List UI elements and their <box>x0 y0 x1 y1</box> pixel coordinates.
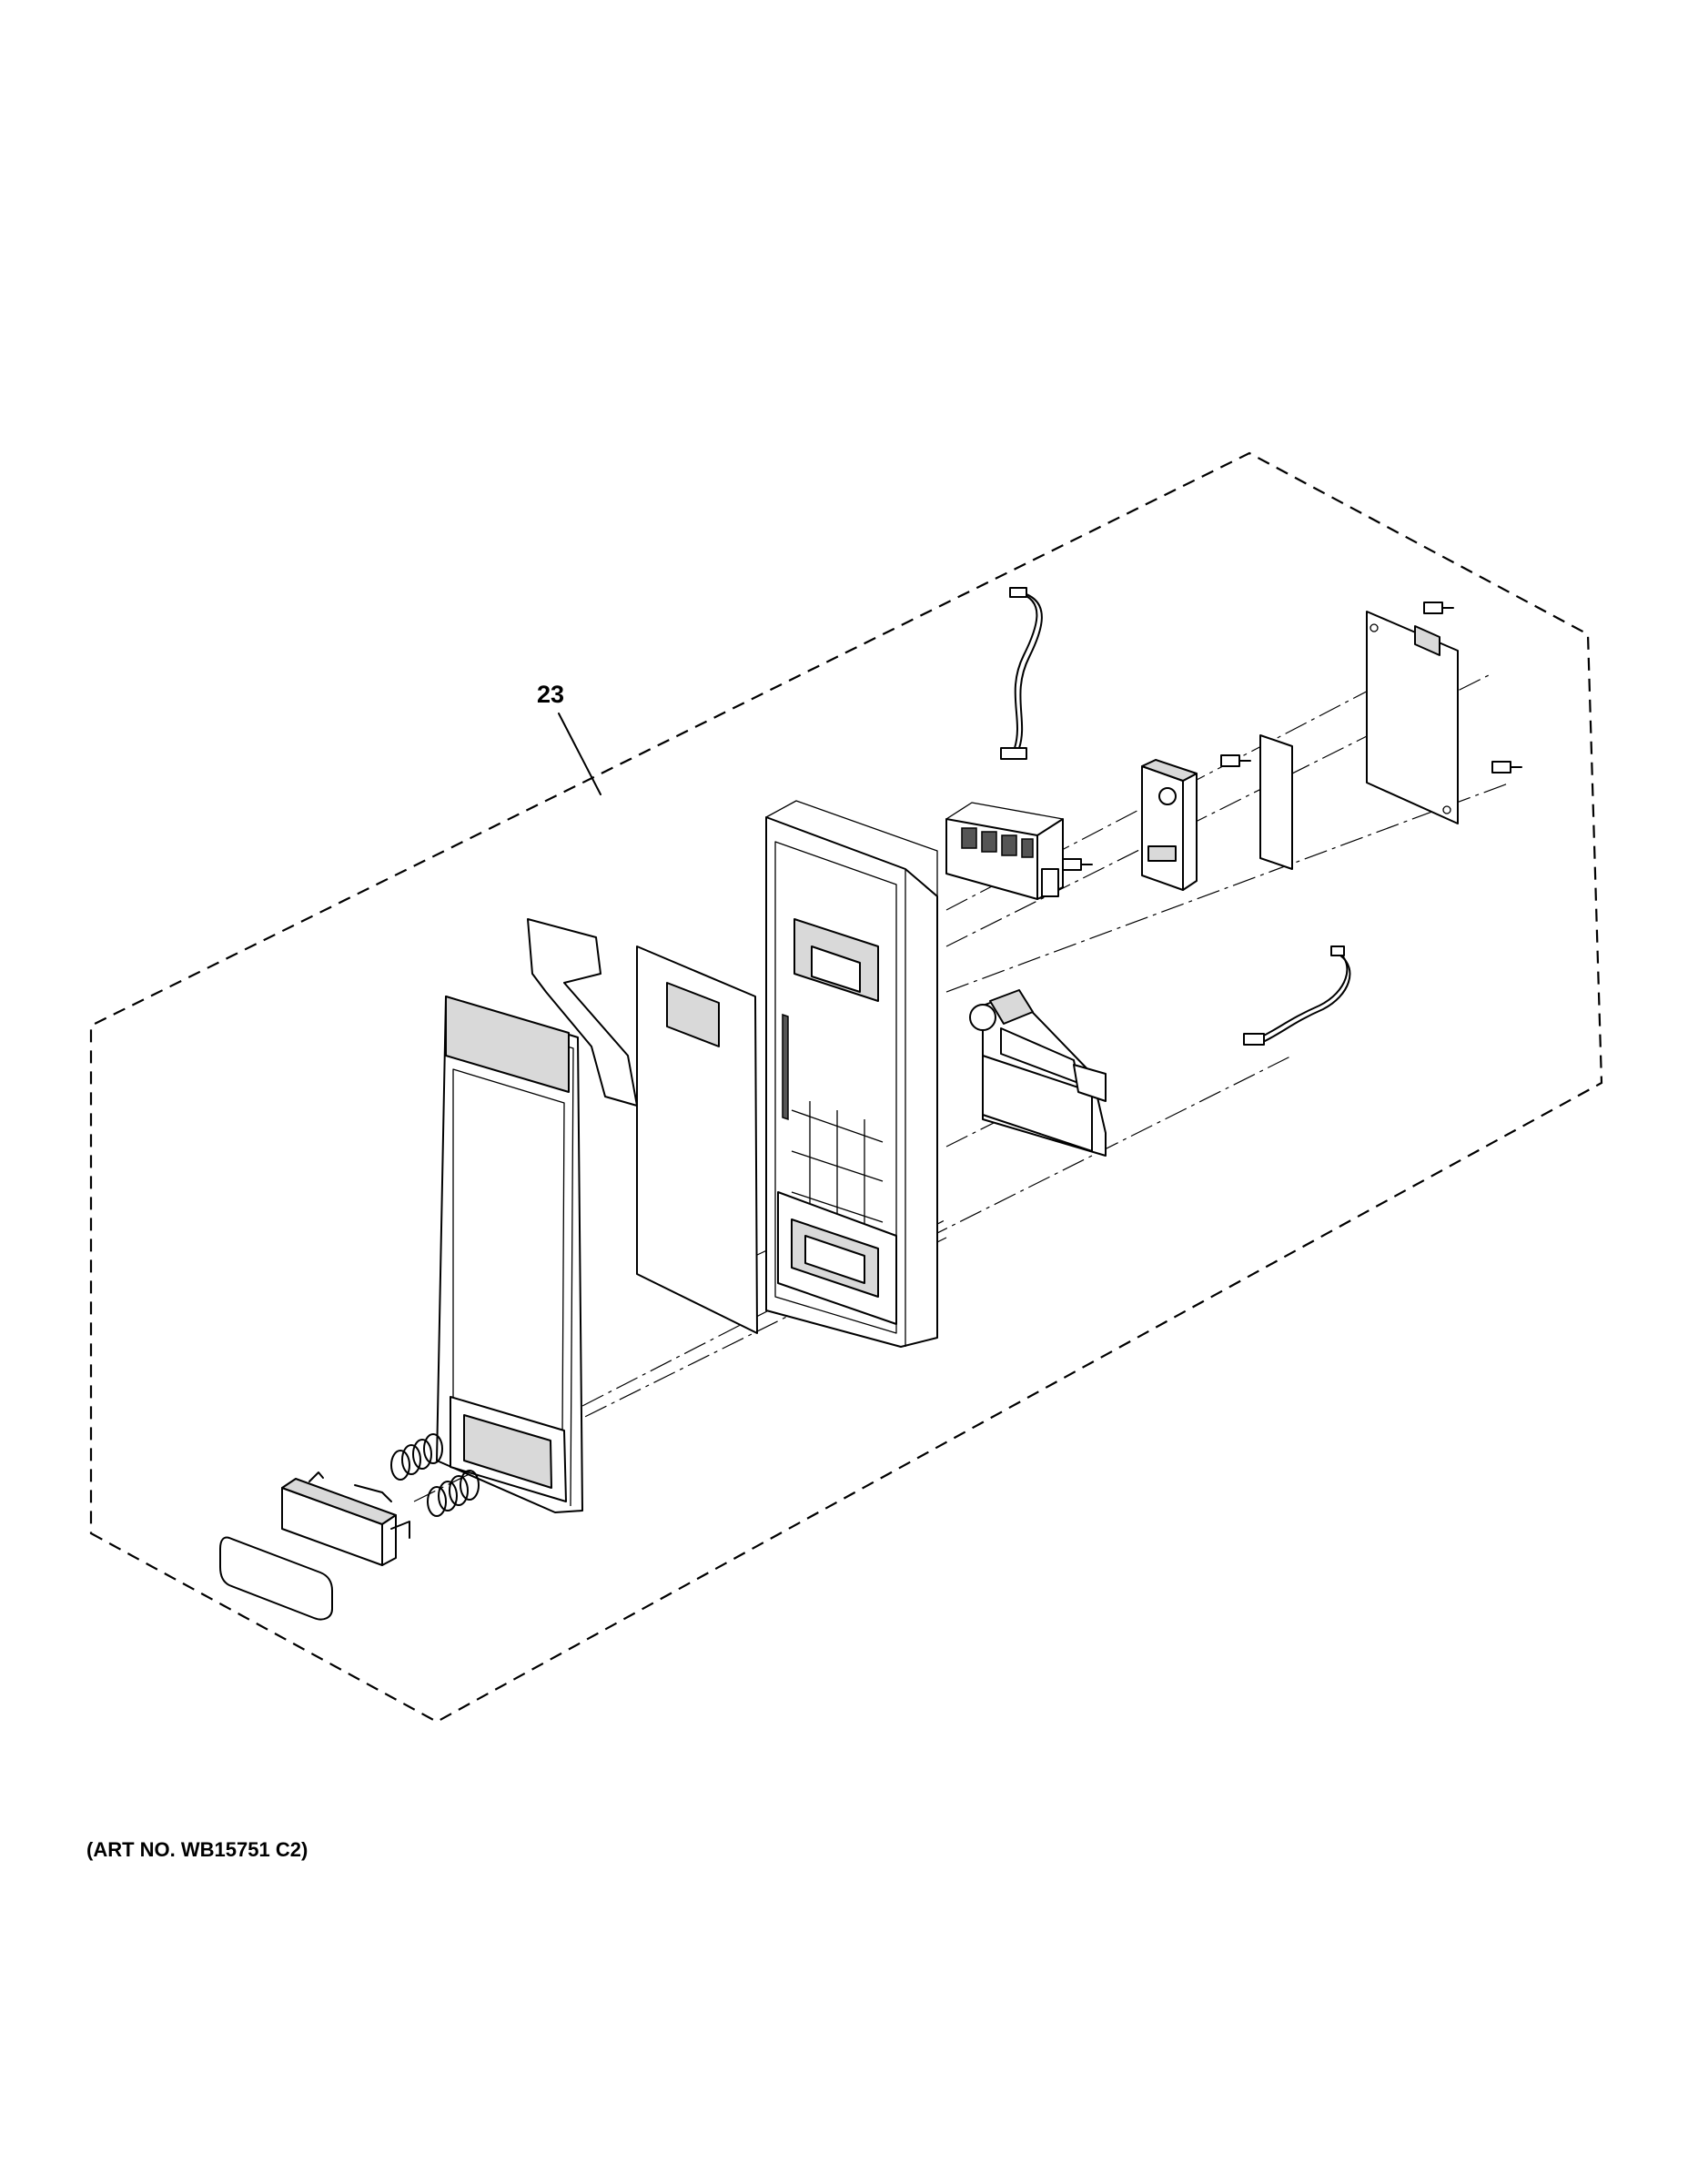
display-board <box>945 802 1064 900</box>
insulator-sheet <box>1259 734 1293 870</box>
springs <box>390 1433 480 1517</box>
door-latch-lever <box>969 989 1107 1157</box>
control-panel-housing <box>765 800 938 1348</box>
art-number: (ART NO. WB15751 C2) <box>86 1838 308 1861</box>
escutcheon-frame <box>436 996 583 1513</box>
push-button <box>281 1471 410 1566</box>
control-board <box>1366 611 1459 824</box>
screws <box>1062 602 1522 871</box>
membrane-switch <box>636 945 758 1334</box>
wire-harness-lower <box>1243 945 1351 1046</box>
callout-23-label: 23 <box>537 681 564 708</box>
callout-23-leader <box>558 713 601 795</box>
button-cover <box>219 1536 333 1621</box>
wire-harness-upper <box>1000 587 1043 760</box>
bracket <box>1141 759 1198 891</box>
